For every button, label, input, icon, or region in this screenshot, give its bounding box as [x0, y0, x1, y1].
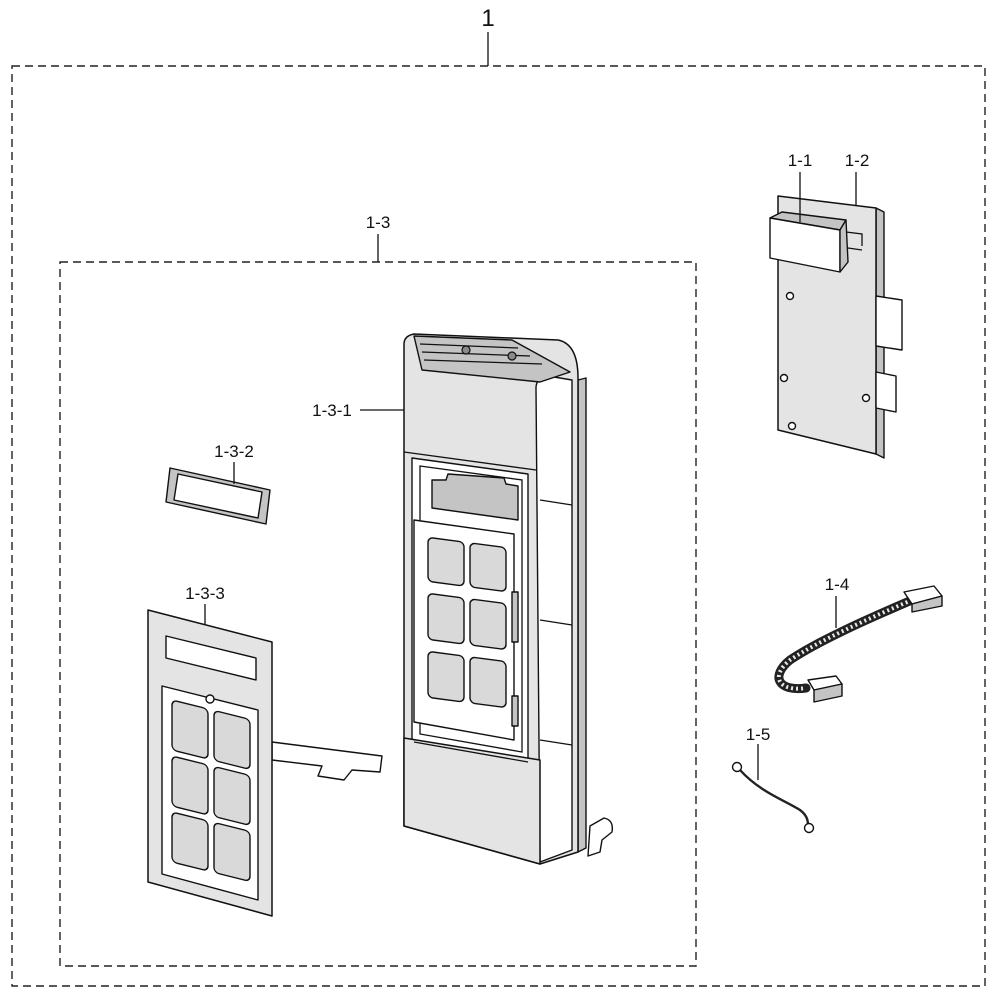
- frame-key-grid: [427, 537, 507, 708]
- key: [427, 593, 465, 645]
- harness-connector-front: [911, 595, 943, 613]
- label-1-4: 1-4: [825, 575, 850, 594]
- pcb-assembly-part: 1-1 1-2: [769, 151, 903, 459]
- key: [171, 756, 209, 815]
- display-window-part: 1-3-2: [165, 442, 271, 525]
- frame-right-rail: [535, 375, 573, 863]
- label-1-3-2: 1-3-2: [214, 442, 254, 461]
- harness-cable: [774, 595, 917, 694]
- key: [427, 651, 465, 703]
- harness-connector-bottom-front: [813, 683, 843, 703]
- label-1-5: 1-5: [746, 725, 771, 744]
- keypad-key-grid: [171, 700, 251, 882]
- label-1: 1: [481, 5, 494, 32]
- rail-seam: [539, 499, 573, 506]
- display-slot: [431, 473, 519, 521]
- rail-seam: [539, 739, 573, 746]
- rail-seam: [539, 619, 573, 626]
- assembly-1-group: 1: [11, 5, 986, 987]
- inner-dashed-boundary: [59, 261, 697, 967]
- vent-boss: [507, 351, 517, 361]
- key: [213, 766, 251, 826]
- ground-wire-terminal: [731, 761, 743, 773]
- key: [469, 598, 507, 650]
- frame-top-vent: [413, 335, 571, 383]
- pcb-side-component: [875, 371, 897, 413]
- ground-wire-cable: [739, 769, 810, 827]
- key: [427, 537, 465, 587]
- pcb-mount-hole: [779, 373, 789, 383]
- assembly-1-3-group: 1-3: [59, 213, 697, 967]
- ground-wire-part: 1-5: [731, 725, 815, 834]
- display-window-glass: [173, 473, 263, 519]
- label-1-3-1: 1-3-1: [312, 401, 352, 420]
- frame-bottom-edge: [413, 741, 529, 763]
- frame-band-edge: [403, 451, 537, 471]
- keypad-locator-hole: [205, 694, 215, 704]
- pcb-connector-side: [839, 219, 849, 273]
- outer-dashed-boundary: [11, 65, 986, 987]
- key: [213, 710, 251, 770]
- membrane-keypad-part: 1-3-3: [147, 584, 383, 917]
- pcb-mount-hole: [787, 421, 797, 431]
- key: [469, 542, 507, 592]
- frame-bottom-cap: [403, 737, 541, 865]
- pcb-mount-hole: [785, 291, 795, 301]
- panel-frame-part: 1-3-1: [312, 333, 614, 865]
- frame-side-tab: [511, 695, 519, 727]
- label-1-2: 1-2: [845, 151, 870, 170]
- key: [171, 812, 209, 871]
- frame-latch-hook: [587, 817, 614, 857]
- pcb-side-component: [875, 295, 903, 351]
- key: [171, 700, 209, 759]
- label-1-1: 1-1: [788, 151, 813, 170]
- pcb-mount-hole: [861, 393, 871, 403]
- label-1-3-3: 1-3-3: [185, 584, 225, 603]
- label-1-3: 1-3: [366, 213, 391, 232]
- vent-boss: [461, 345, 471, 355]
- keypad-ribbon-tail: [271, 741, 383, 781]
- pcb-connector-tabs: [845, 231, 863, 251]
- harness-cable-strands: [777, 598, 913, 691]
- key: [469, 656, 507, 708]
- key: [213, 822, 251, 882]
- ground-wire-terminal: [803, 822, 815, 834]
- frame-side-edge: [577, 377, 587, 853]
- frame-side-tab: [511, 591, 519, 643]
- keypad-display-cutout: [165, 635, 257, 681]
- wire-harness-part: 1-4: [774, 575, 943, 703]
